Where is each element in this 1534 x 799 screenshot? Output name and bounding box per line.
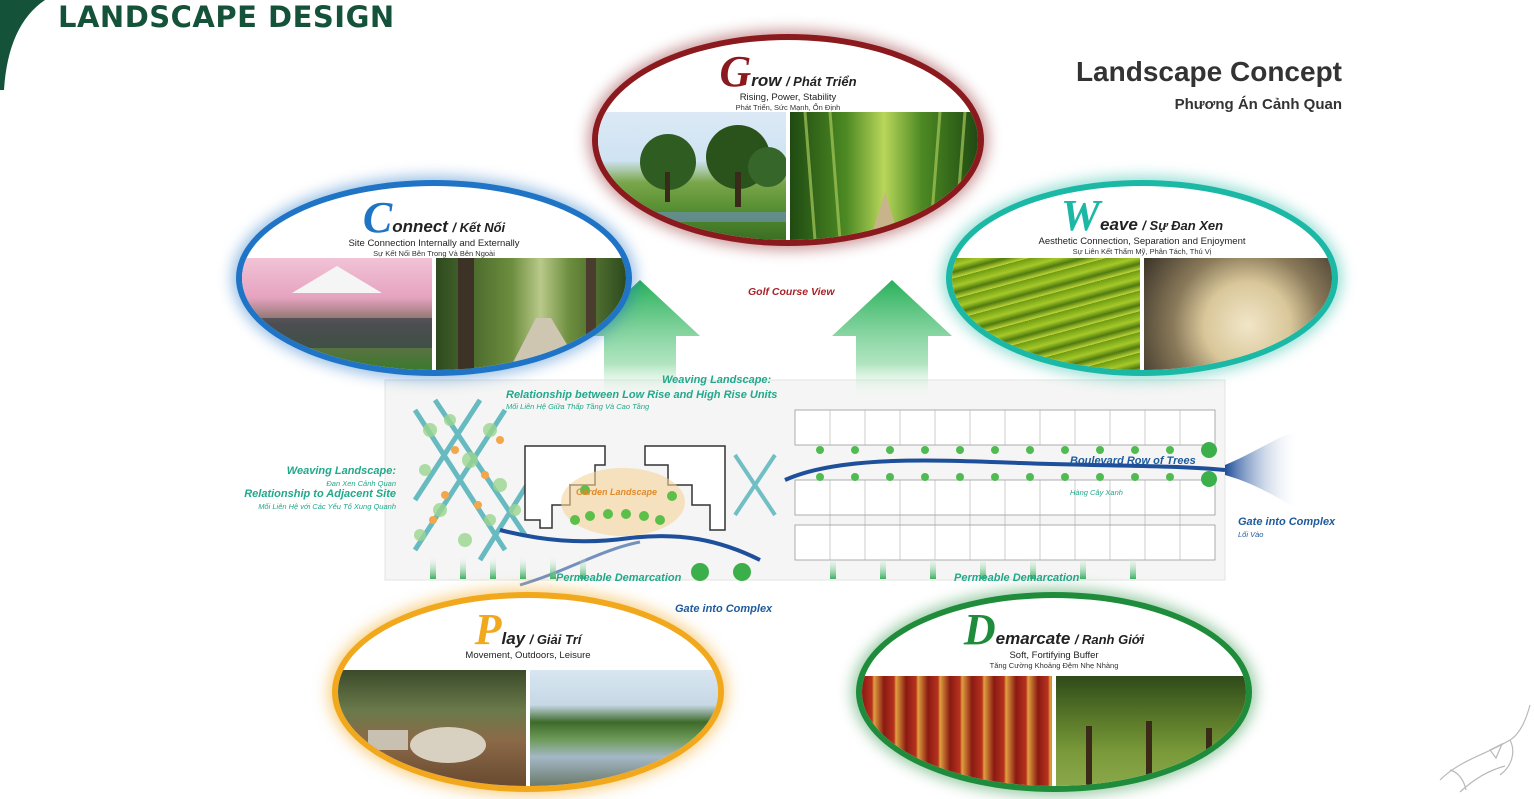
weaving-left-vi-label: Đan Xen Cảnh Quan: [326, 479, 396, 488]
connect-letter: C: [362, 193, 393, 242]
demarcate-photos: [862, 676, 1246, 786]
rel-adjacent-label: Relationship to Adjacent Site: [244, 488, 396, 500]
grow-photo-trees: [598, 112, 786, 240]
play-letter: P: [474, 605, 502, 654]
weave-desc: Aesthetic Connection, Separation and Enj…: [1038, 236, 1246, 247]
play-desc: Movement, Outdoors, Leisure: [465, 650, 591, 661]
bird-ornament-icon: [1439, 704, 1531, 793]
demarcate-desc-vi: Tăng Cường Khoảng Đệm Nhẹ Nhàng: [989, 661, 1119, 670]
gate-bottom-label: Gate into Complex: [675, 603, 773, 615]
grow-letter: G: [719, 47, 752, 96]
grow-desc: Rising, Power, Stability: [739, 92, 837, 103]
corner-decoration: [0, 0, 45, 90]
golf-view-arrow-right: [832, 280, 952, 400]
grow-photo-bamboo: [790, 112, 978, 240]
connect-desc: Site Connection Internally and Externall…: [348, 238, 520, 249]
weave-vi: / Sự Đan Xen: [1142, 218, 1224, 233]
connect-desc-vi: Sự Kết Nối Bên Trong Và Bên Ngoài: [373, 249, 495, 258]
page-title: LANDSCAPE DESIGN: [58, 0, 395, 34]
weave-photo-basket: [1144, 258, 1332, 370]
weave-bubble: Weave / Sự Đan Xen Aesthetic Connection,…: [946, 180, 1338, 376]
grow-desc-vi: Phát Triển, Sức Mạnh, Ổn Định: [735, 103, 841, 112]
gate-right-vi-label: Lối Vào: [1238, 530, 1264, 539]
rel-adjacent-vi-label: Mối Liên Hệ với Các Yếu Tố Xung Quanh: [258, 502, 396, 511]
gate-right-label: Gate into Complex: [1238, 516, 1336, 528]
rel-low-high-label: Relationship between Low Rise and High R…: [506, 389, 778, 401]
demarcate-vi: / Ranh Giới: [1074, 632, 1145, 647]
play-bubble: Play / Giải Trí Movement, Outdoors, Leis…: [332, 592, 724, 792]
grow-photos: [598, 112, 978, 240]
connect-photos: [242, 258, 626, 370]
demarcate-bubble: Demarcate / Ranh Giới Soft, Fortifying B…: [856, 592, 1252, 792]
demarcate-photo-doors: [862, 676, 1052, 786]
garden-landscape-label: Garden Landscape: [576, 487, 658, 497]
boulevard-label: Boulevard Row of Trees: [1070, 455, 1196, 467]
play-photos: [338, 670, 718, 786]
demarcate-photo-orchard: [1056, 676, 1246, 786]
rel-low-high-vi-label: Mối Liên Hệ Giữa Thấp Tầng Và Cao Tầng: [506, 402, 650, 411]
demarcate-word: emarcate: [995, 629, 1071, 648]
concept-title: Landscape Concept: [1075, 56, 1342, 87]
connect-photo-avenue: [436, 258, 626, 370]
weaving-top-label: Weaving Landscape:: [662, 374, 772, 386]
hang-cay-xanh-label: Hàng Cây Xanh: [1070, 488, 1123, 497]
weave-photo-terraces: [952, 258, 1140, 370]
weave-desc-vi: Sự Liên Kết Thẩm Mỹ, Phân Tách, Thú Vị: [1072, 247, 1212, 256]
connect-bubble: Connect / Kết Nối Site Connection Intern…: [236, 180, 632, 376]
play-photo-pool: [530, 670, 718, 786]
connect-word: onnect: [392, 217, 448, 236]
demarcate-letter: D: [963, 605, 996, 654]
weave-letter: W: [1060, 191, 1101, 240]
weave-photos: [952, 258, 1332, 370]
permeable-left-label: Permeable Demarcation: [556, 572, 682, 584]
concept-subtitle: Phương Án Cảnh Quan: [1174, 96, 1342, 113]
grow-bubble: Grow / Phát Triển Rising, Power, Stabili…: [592, 34, 984, 246]
play-word: lay: [501, 629, 526, 648]
play-photo-deck: [338, 670, 526, 786]
play-vi: / Giải Trí: [529, 632, 582, 647]
grow-vi: / Phát Triển: [785, 74, 857, 89]
permeable-right-label: Permeable Demarcation: [954, 572, 1080, 584]
connect-photo-crowd: [242, 258, 432, 370]
grow-word: row: [751, 71, 782, 90]
weaving-left-label: Weaving Landscape:: [286, 465, 396, 477]
master-plan: [384, 280, 1300, 587]
connect-vi: / Kết Nối: [452, 220, 506, 235]
weave-word: eave: [1100, 215, 1138, 234]
demarcate-desc: Soft, Fortifying Buffer: [1009, 650, 1099, 661]
golf-course-view-label: Golf Course View: [748, 286, 835, 298]
